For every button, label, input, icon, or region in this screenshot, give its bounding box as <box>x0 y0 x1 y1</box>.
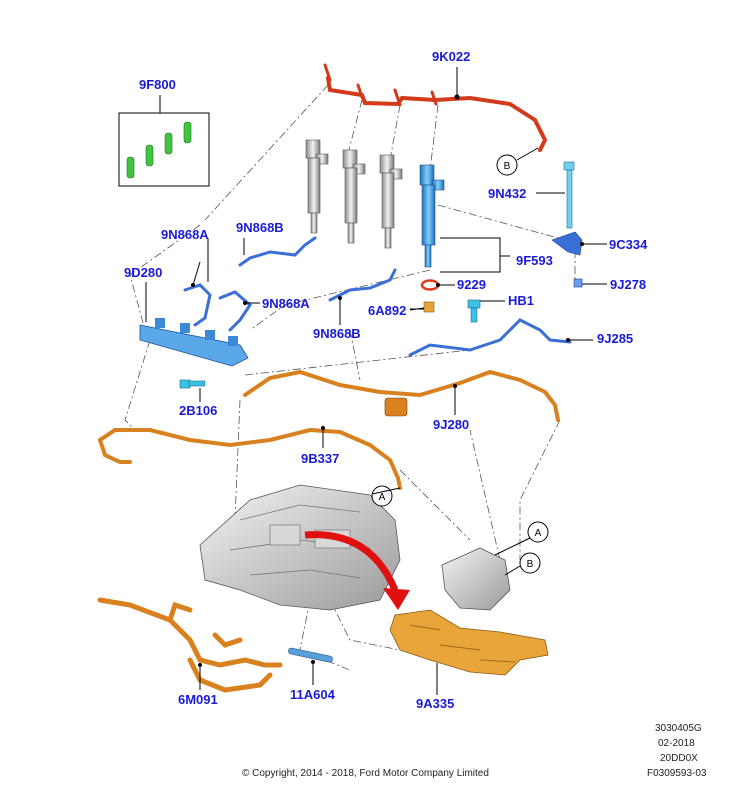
label-6a892: 6A892 <box>368 303 407 318</box>
callout-a-mid-text: A <box>379 492 386 503</box>
harness-9b337 <box>98 427 402 490</box>
leader-dashed-lines <box>124 84 576 671</box>
harness-6m091 <box>97 597 283 693</box>
callout-a-right: A <box>494 521 549 556</box>
assembly-arrow <box>304 531 410 610</box>
label-9b337: 9B337 <box>301 451 340 466</box>
label-hb1: HB1 <box>508 293 535 308</box>
callout-b-right-text: B <box>527 559 534 570</box>
callout-b-top: B <box>496 147 539 176</box>
part-9j278 <box>573 278 583 288</box>
bolt-9n432 <box>563 161 575 229</box>
copyright-notice: © Copyright, 2014 - 2018, Ford Motor Com… <box>242 768 489 779</box>
label-11a604: 11A604 <box>290 687 335 702</box>
fuel-lines-blue <box>183 236 572 357</box>
label-9k022: 9K022 <box>432 49 471 64</box>
clamp-9c334 <box>551 231 583 256</box>
callout-b-top-text: B <box>504 161 511 172</box>
injectors-silver <box>305 139 403 249</box>
label-2b106: 2B106 <box>179 403 218 418</box>
injector-9f593 <box>419 164 445 268</box>
label-9f800: 9F800 <box>139 77 176 92</box>
bolt-hb1 <box>467 299 481 323</box>
label-9n432: 9N432 <box>488 186 527 201</box>
seal-kit-9f800 <box>118 112 210 187</box>
label-9a335: 9A335 <box>416 696 455 711</box>
callout-a-right-text: A <box>535 528 542 539</box>
harness-9k022 <box>323 63 548 152</box>
callout-a-mid: A <box>371 485 401 507</box>
label-9n868a-mid: 9N868A <box>262 296 310 311</box>
label-9j280: 9J280 <box>433 417 470 432</box>
part-6a892 <box>423 301 435 313</box>
callout-b-right: B <box>504 552 541 576</box>
label-9229: 9229 <box>457 277 486 292</box>
engine-housing-right <box>441 547 511 611</box>
intake-manifold-9a335 <box>389 609 549 676</box>
o-ring-9229 <box>420 279 440 291</box>
label-9j278: 9J278 <box>610 277 647 292</box>
harness-9j280 <box>243 369 560 422</box>
label-9c334: 9C334 <box>609 237 648 252</box>
label-9n868b-mid: 9N868B <box>313 326 361 341</box>
footer-code-1: 3030405G <box>655 723 702 734</box>
label-9n868a-top: 9N868A <box>161 227 209 242</box>
fuel-rail-9d280 <box>139 318 249 367</box>
footer-code-3: F0309593-03 <box>647 768 707 779</box>
sensor-11a604 <box>288 647 333 663</box>
label-9f593: 9F593 <box>516 253 553 268</box>
engine-block <box>199 484 401 611</box>
label-6m091: 6M091 <box>178 692 218 707</box>
bolt-2b106 <box>179 379 206 389</box>
footer-code-2: 20DD0X <box>660 753 698 764</box>
label-9d280: 9D280 <box>124 265 163 280</box>
label-9n868b-top: 9N868B <box>236 220 284 235</box>
label-9j285: 9J285 <box>597 331 634 346</box>
footer-date: 02-2018 <box>658 738 695 749</box>
